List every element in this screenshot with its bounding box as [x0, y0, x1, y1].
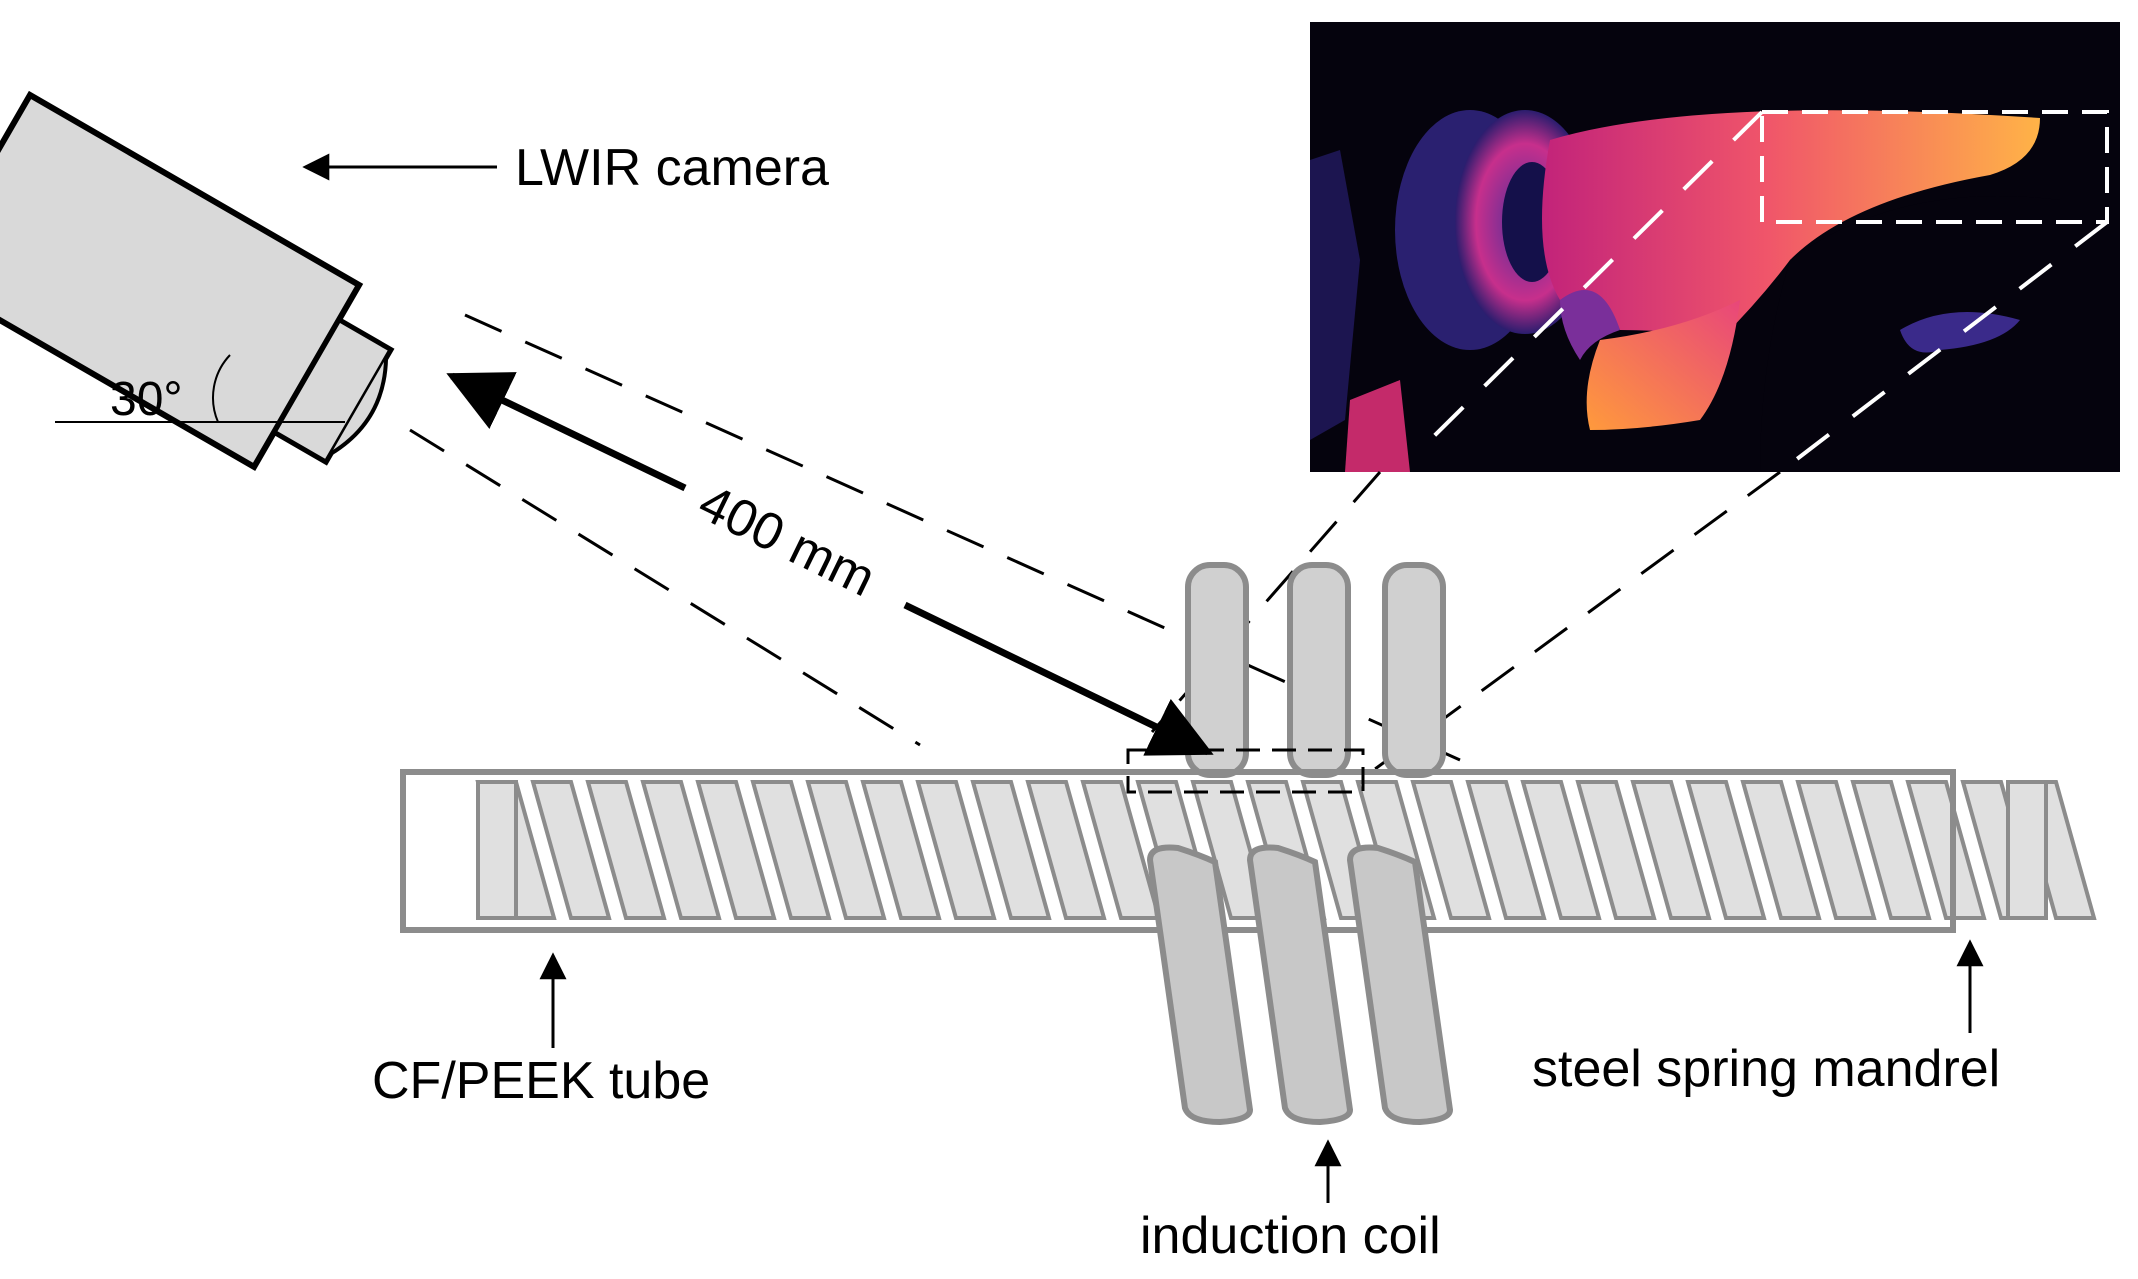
spring-coil-strip [1905, 780, 1987, 920]
lwir-camera [0, 90, 395, 471]
spring-coil-strip [695, 780, 777, 920]
spring-coil-strip [970, 780, 1052, 920]
angle-label: 30° [110, 373, 183, 426]
spring-coil-strip [1410, 780, 1492, 920]
spring-coil-strip [476, 780, 518, 920]
spring-coil-strip [530, 780, 612, 920]
spring-coil-strip [915, 780, 997, 920]
distance-label: 400 mm [690, 474, 884, 608]
spring-coil-strip [1025, 780, 1107, 920]
spring-coil-strip [860, 780, 942, 920]
spring-coil-strip [1520, 780, 1602, 920]
induction-coil-front [1146, 844, 1454, 1126]
mandrel-label: steel spring mandrel [1532, 1040, 2000, 1098]
spring-coil-strip [805, 780, 887, 920]
measurement-region [1126, 748, 1365, 794]
coil-label: induction coil [1140, 1207, 1441, 1265]
spring-coil-strip [1465, 780, 1547, 920]
spring-coil-strip [750, 780, 832, 920]
tube-label: CF/PEEK tube [372, 1052, 710, 1110]
distance-arrow [446, 372, 1214, 756]
induction-coil-back [1185, 562, 1446, 778]
spring-coil-strip [640, 780, 722, 920]
spring-coil-strip [1575, 780, 1657, 920]
spring-coil-strip [1795, 780, 1877, 920]
thermal-image [1310, 22, 2120, 474]
spring-coil-strip [1685, 780, 1767, 920]
spring-coil-strip [585, 780, 667, 920]
spring-coil-strip [1740, 780, 1822, 920]
annotation-arrows [302, 153, 1984, 1203]
field-of-view-lines [409, 313, 1461, 762]
spring-coil-strip [1850, 780, 1932, 920]
camera-label: LWIR camera [515, 139, 829, 197]
spring-coil-strip [1630, 780, 1712, 920]
angle-indicator [55, 354, 345, 423]
spring-coil-strip [2006, 780, 2048, 920]
